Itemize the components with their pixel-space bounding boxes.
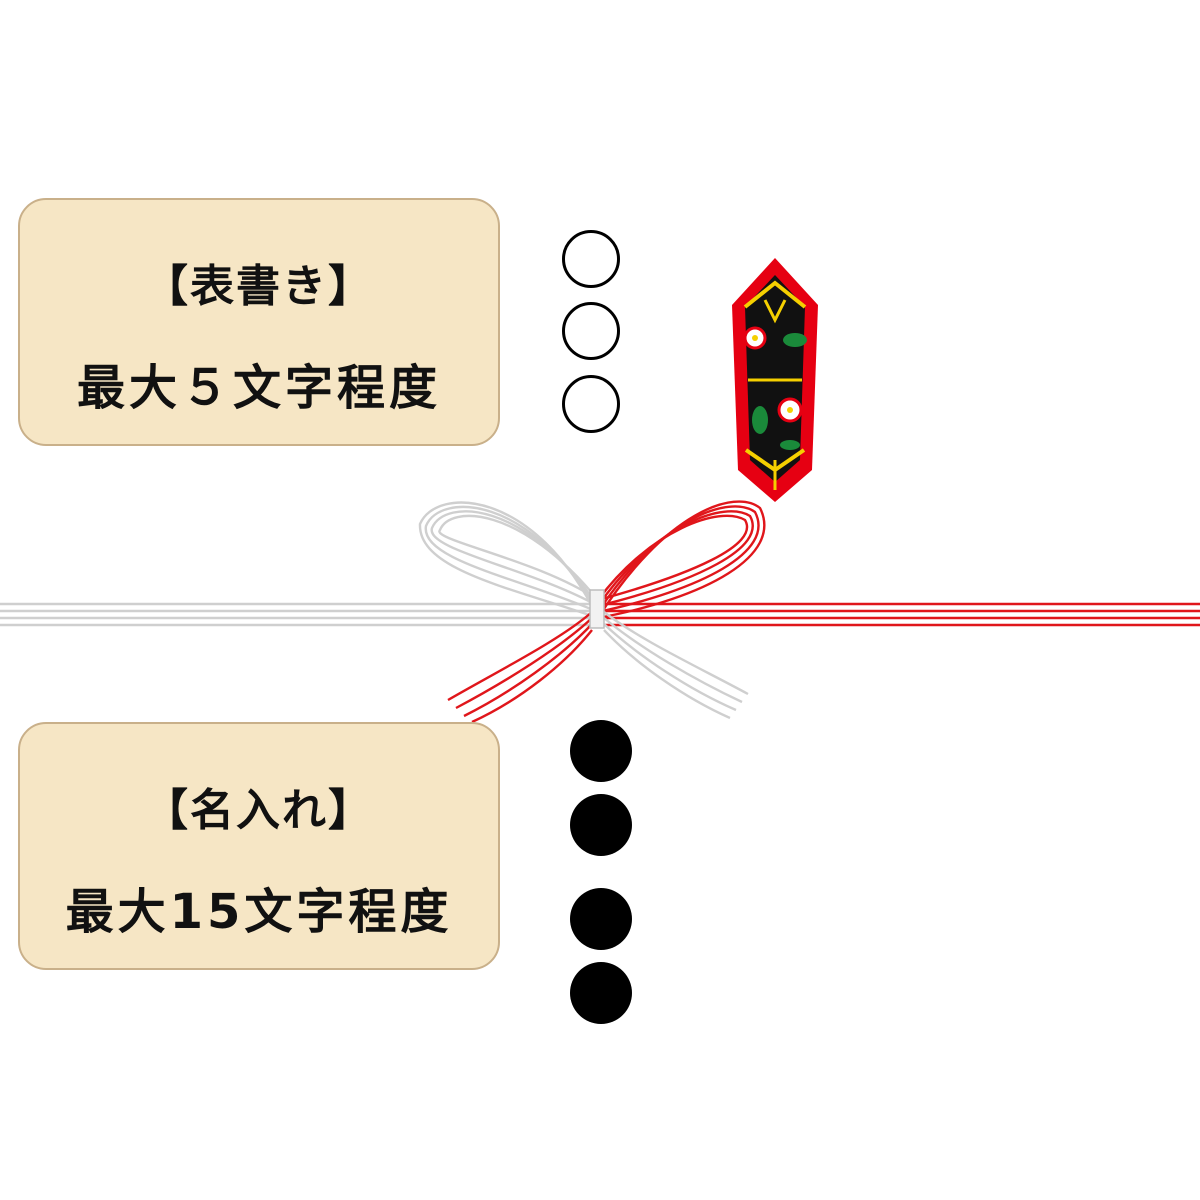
- title-placeholder-circle-2: [562, 302, 620, 360]
- title-label-heading: 【表書き】: [144, 261, 374, 312]
- title-label-box: 【表書き】 最大５文字程度: [18, 198, 500, 446]
- bow-tail-white: [603, 611, 749, 720]
- mizuhiki-bow: [418, 500, 766, 724]
- title-placeholder-circle-3: [562, 375, 620, 433]
- bow-knot: [589, 589, 605, 629]
- title-label-limit: 最大５文字程度: [76, 360, 441, 416]
- mizuhiki-cord-right: [598, 602, 1200, 627]
- noshi-ornament-icon: [732, 258, 818, 502]
- name-label-heading: 【名入れ】: [144, 785, 374, 836]
- bow-loop-red: [596, 500, 766, 620]
- bow-loop-white: [418, 501, 600, 620]
- bow-tail-red: [447, 611, 593, 724]
- name-placeholder-dot-4: [570, 962, 632, 1024]
- name-placeholder-dot-1: [570, 720, 632, 782]
- name-label-box: 【名入れ】 最大15文字程度: [18, 722, 500, 970]
- name-placeholder-dot-2: [570, 794, 632, 856]
- mizuhiki-cord-left: [0, 602, 598, 627]
- name-placeholder-dot-3: [570, 888, 632, 950]
- name-label-limit: 最大15文字程度: [65, 884, 453, 940]
- title-placeholder-circle-1: [562, 230, 620, 288]
